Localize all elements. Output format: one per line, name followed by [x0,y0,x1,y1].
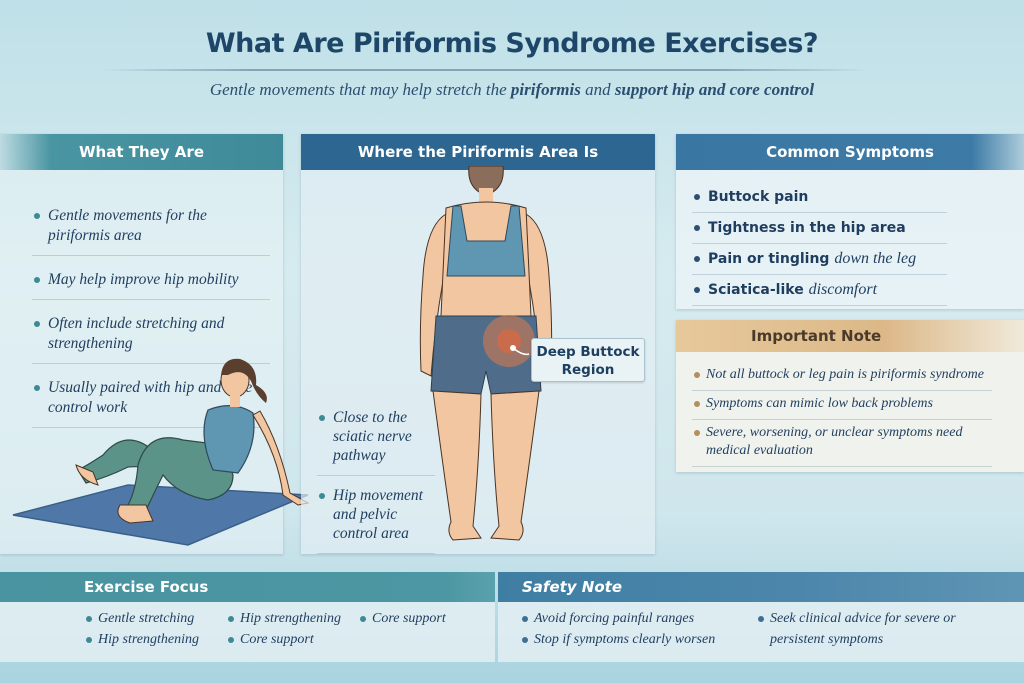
panel-heading: Safety Note [498,572,1024,602]
exercise-focus-column: Core support [358,608,446,650]
deep-buttock-callout: Deep Buttock Region [531,338,645,382]
list-item: Avoid forcing painful ranges [520,608,756,629]
list-item: Hip strengthening [226,608,358,629]
list-item: Tightness in the hip area [692,213,947,244]
panel-heading: Common Symptoms [676,134,1024,170]
symptoms-list: Buttock pain Tightness in the hip area P… [692,182,947,306]
panel-heading: Where the Piriformis Area Is [301,134,655,170]
important-note-panel: Important Note Not all buttock or leg pa… [676,320,1024,472]
list-item: May help improve hip mobility [32,264,270,300]
list-item: Severe, worsening, or unclear symptoms n… [692,420,992,467]
what-they-are-list: Gentle movements for the piriformis area… [32,200,270,428]
list-item: Buttock pain [692,182,947,213]
location-list: Close to the sciatic nerve pathway Hip m… [317,408,435,564]
exercise-focus-column: Hip strengthening Core support [226,608,358,650]
callout-line: Region [561,362,615,378]
list-item: Sciatica-like discomfort [692,275,947,306]
callout-line: Deep Buttock [536,344,640,360]
list-item: Core support [226,629,358,650]
list-item: Not all buttock or leg pain is piriformi… [692,362,992,391]
page-subtitle: Gentle movements that may help stretch t… [0,80,1024,100]
list-item: Symptoms can mimic low back problems [692,391,992,420]
what-they-are-panel: What They Are Gentle movements for the p… [0,134,283,554]
safety-note-bar: Safety Note Avoid forcing painful ranges… [498,572,1024,662]
standing-figure-back-view-icon [419,166,553,541]
list-item: Seek clinical advice for severe or persi… [756,608,956,650]
list-item: Stop if symptoms clearly worsen [520,629,756,650]
list-item: Usually paired with hip and core control… [32,372,270,428]
list-item: Often include stretching and strengtheni… [32,308,270,364]
panel-heading: What They Are [0,134,283,170]
piriformis-location-panel: Where the Piriformis Area Is Deep Butto [301,134,655,554]
safety-note-column: Seek clinical advice for severe or persi… [756,608,956,650]
panel-heading: Exercise Focus [0,572,495,602]
important-note-list: Not all buttock or leg pain is piriformi… [692,362,992,467]
subtitle-text: and [580,80,615,99]
panel-heading: Important Note [676,320,1024,352]
subtitle-emphasis: piriformis [510,80,581,99]
list-item: Pain or tingling down the leg [692,244,947,275]
exercise-focus-bar: Exercise Focus Gentle stretching Hip str… [0,572,495,662]
safety-note-column: Avoid forcing painful ranges Stop if sym… [520,608,756,650]
list-item: Close to the sciatic nerve pathway [317,408,435,476]
common-symptoms-panel: Common Symptoms Buttock pain Tightness i… [676,134,1024,309]
exercise-focus-column: Gentle stretching Hip strengthening [84,608,226,650]
page-title: What Are Piriformis Syndrome Exercises? [205,28,819,59]
title-divider [100,69,870,71]
seated-stretch-illustration-icon [12,358,310,546]
list-item: Gentle movements for the piriformis area [32,200,270,256]
subtitle-emphasis: support hip and core control [614,80,815,99]
list-item: Hip movement and pelvic control area [317,486,435,554]
list-item: Core support [358,608,446,629]
list-item: Gentle stretching [84,608,226,629]
list-item: Hip strengthening [84,629,226,650]
subtitle-text: Gentle movements that may help stretch t… [209,80,511,99]
